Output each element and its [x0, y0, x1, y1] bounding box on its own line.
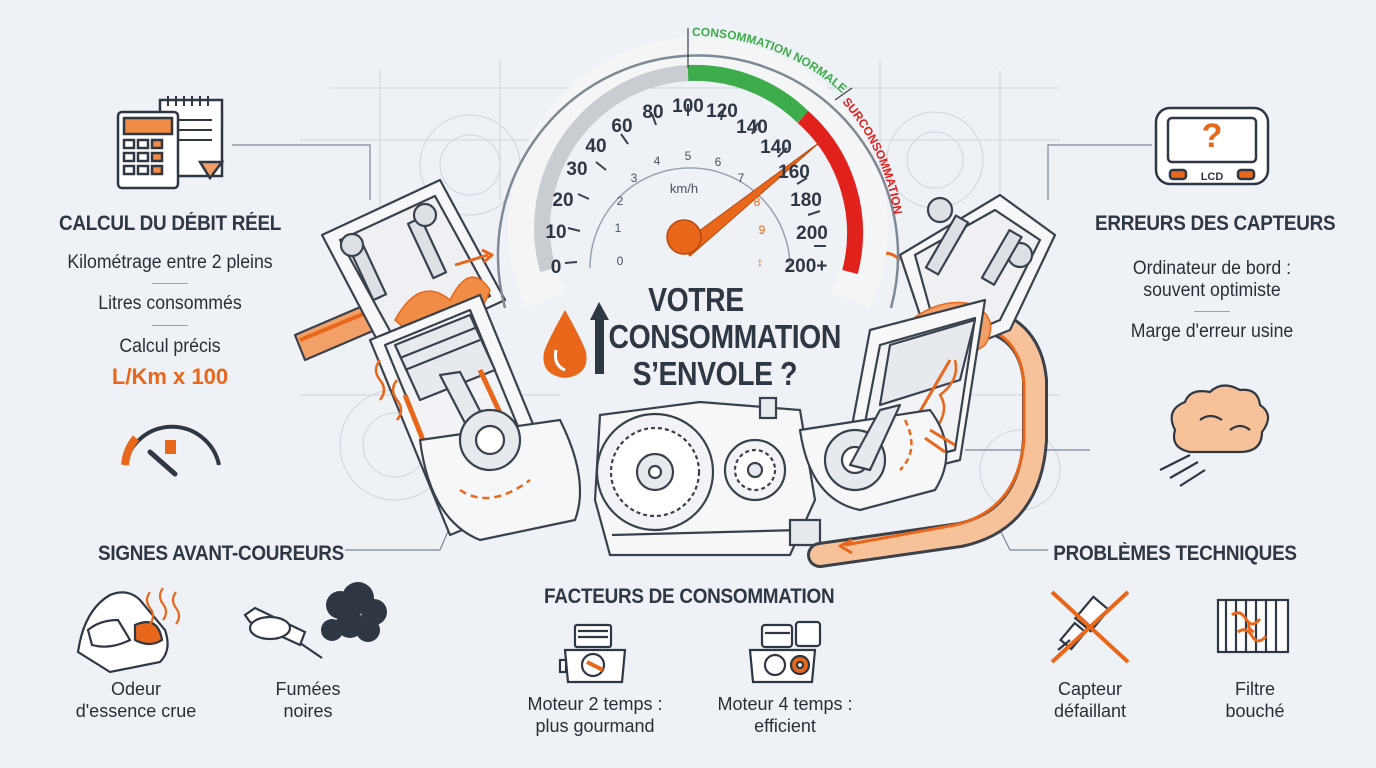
outer-tick-label: 160 [778, 162, 810, 183]
outer-tick-label: 100 [672, 96, 704, 117]
factor-four-stroke-line1: Moteur 4 temps : [717, 694, 853, 714]
engine-smoke-icon [1159, 384, 1270, 487]
tech-clogged-filter-line1: Filtre [1235, 679, 1275, 699]
calc-item-precise: Calcul précis [119, 336, 221, 357]
sensor-item-computer: Ordinateur de bord : [1132, 258, 1292, 279]
inner-tick-label: 4 [654, 154, 661, 168]
inner-tick-label: 9 [759, 223, 766, 237]
outer-tick-label: 140 [736, 117, 768, 138]
outer-tick-label: 20 [552, 190, 573, 211]
tech-faulty-sensor: Capteur défaillant [1010, 679, 1170, 722]
zone-normal-label: CONSOMMATION NORMALE [692, 25, 850, 96]
factor-four-stroke: Moteur 4 temps : efficient [700, 694, 870, 737]
faulty-sensor-icon [1050, 590, 1130, 664]
inner-tick-label: 8 [754, 195, 761, 209]
left-engine-illustration [293, 178, 582, 542]
two-stroke-engine-icon [558, 623, 627, 684]
zone-over-label: SURCONSOMMATION [840, 95, 905, 215]
lcd-label: LCD [1201, 171, 1224, 183]
lcd-screen-icon [1154, 106, 1270, 186]
factors-heading: FACTEURS DE CONSOMMATION [544, 585, 835, 608]
factor-two-stroke-line1: Moteur 2 temps : [527, 694, 663, 714]
tech-heading: PROBLÈMES TECHNIQUES [1053, 542, 1297, 565]
tech-faulty-sensor-line1: Capteur [1057, 679, 1123, 699]
calc-item-mileage: Kilométrage entre 2 pleins [67, 252, 273, 273]
sensor-item-optimistic: souvent optimiste [1143, 280, 1281, 301]
fuel-gauge-icon [121, 424, 221, 477]
outer-tick-label: 180 [790, 190, 822, 211]
sign-black-smoke-line2: noires [283, 700, 333, 721]
outer-tick-label: 80 [642, 102, 663, 123]
inner-tick-label: 2 [617, 194, 624, 208]
gauge-unit: km/h [670, 181, 698, 196]
outer-tick-label: 30 [566, 159, 587, 180]
separator [152, 325, 188, 326]
main-title: VOTRE CONSOMMATION S’ENVOLE ? [609, 281, 842, 393]
outer-tick-label: 120 [706, 101, 738, 122]
separator [1194, 311, 1230, 312]
inner-tick-label: 7 [738, 171, 745, 185]
separator [152, 283, 188, 284]
sensor-item-margin: Marge d'erreur usine [1130, 321, 1294, 342]
lcd-question-mark: ? [1202, 117, 1223, 155]
outer-tick-label: 0 [551, 257, 562, 278]
inner-tick-label: 1 [615, 221, 622, 235]
outer-tick-label: 200 [796, 223, 828, 244]
inner-tick-label: 6 [715, 155, 722, 169]
factor-four-stroke-line2: efficient [754, 715, 816, 736]
outer-tick-label: 60 [611, 116, 632, 137]
tech-clogged-filter-line2: bouché [1225, 700, 1285, 721]
exhaust-smoke-icon [243, 582, 387, 659]
sign-black-smoke: Fumées noires [228, 679, 388, 722]
tech-faulty-sensor-line2: défaillant [1053, 700, 1127, 721]
signs-heading: SIGNES AVANT-COUREURS [97, 542, 345, 565]
calc-formula: L/Km x 100 [111, 364, 229, 389]
inner-tick-label: ↕ [757, 255, 763, 269]
sign-black-smoke-line1: Fumées [275, 679, 341, 699]
four-stroke-engine-icon [748, 620, 822, 684]
title-line-2: CONSOMMATION [608, 317, 842, 355]
calculator-icon [116, 96, 225, 190]
outer-tick-label: 10 [545, 222, 566, 243]
factor-two-stroke-line2: plus gourmand [535, 715, 655, 736]
calc-item-litres: Litres consommés [98, 293, 242, 314]
sign-fuel-smell-line1: Odeur [110, 679, 162, 699]
sign-fuel-smell: Odeur d'essence crue [56, 679, 216, 722]
fuel-drop-icon [543, 310, 587, 378]
outer-tick-label: 40 [585, 136, 606, 157]
transmission-illustration [593, 396, 822, 557]
outer-tick-label: 200+ [785, 256, 828, 277]
inner-tick-label: 0 [617, 254, 624, 268]
speedometer-gauge [496, 28, 900, 309]
factor-two-stroke: Moteur 2 temps : plus gourmand [510, 694, 680, 737]
clogged-filter-icon [1216, 598, 1290, 654]
inner-tick-label: 3 [631, 171, 638, 185]
outer-tick-label: 140 [760, 137, 792, 158]
title-line-1: VOTRE [648, 281, 744, 318]
up-arrow-icon [590, 302, 609, 374]
calc-heading: CALCUL DU DÉBIT RÉEL [58, 212, 282, 235]
inner-tick-label: 5 [685, 149, 692, 163]
sensors-heading: ERREURS DES CAPTEURS [1095, 212, 1336, 235]
title-line-3: S’ENVOLE ? [632, 354, 798, 392]
fuel-smell-icon [76, 587, 181, 674]
right-engine-illustration [798, 193, 1057, 568]
sign-fuel-smell-line2: d'essence crue [75, 700, 197, 721]
tech-clogged-filter: Filtre bouché [1175, 679, 1335, 722]
